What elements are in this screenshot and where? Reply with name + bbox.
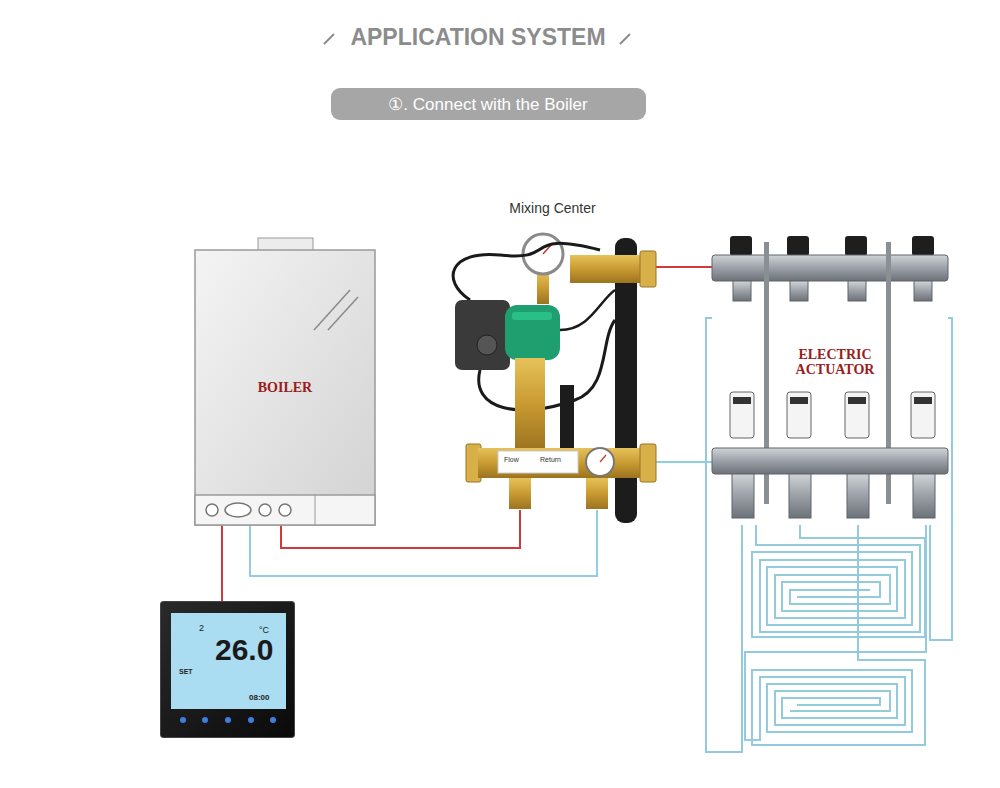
manifold: ELECTRIC ACTUATOR — [712, 235, 948, 522]
boiler-illustration-part — [328, 297, 358, 330]
manifold-illustration-part — [712, 255, 948, 281]
mixing-center-illustration-part — [560, 385, 574, 450]
node-label: BOILER — [258, 380, 312, 396]
mixing-center-illustration-part — [586, 448, 614, 476]
boiler-illustration-part — [206, 504, 218, 516]
manifold-illustration-part — [913, 474, 935, 518]
mixing-center-illustration-part — [455, 300, 510, 370]
manifold-illustration-part — [912, 236, 934, 256]
touch-button — [225, 717, 231, 723]
diagram-title: APPLICATION SYSTEM — [350, 24, 605, 51]
boiler-illustration-part — [258, 238, 313, 251]
thermostat: 2 26.0°C SET 08:00 — [160, 601, 295, 738]
boiler-illustration-part — [225, 503, 251, 517]
pipe-connector — [650, 266, 712, 268]
boiler-illustration-part — [279, 504, 291, 516]
boiler-illustration-part — [314, 290, 350, 330]
manifold-illustration-part — [733, 397, 751, 404]
mixing-center-illustration-part — [453, 243, 600, 300]
boiler-illustration-part — [315, 495, 316, 525]
mixing-center-illustration-part — [560, 290, 615, 330]
pipe-connector — [221, 525, 223, 601]
mixing-center-illustration-part — [512, 312, 552, 320]
mixing-center-illustration — [453, 234, 656, 523]
manifold-illustration-part — [847, 474, 869, 518]
mixing-center-illustration-part — [478, 448, 655, 478]
manifold-illustration-part — [914, 397, 932, 404]
mixing-center-illustration-part — [600, 455, 606, 462]
manifold-illustration-part — [848, 397, 866, 404]
floor-heating-loops-part — [745, 525, 926, 740]
manifold-illustration-part — [790, 397, 808, 404]
manifold-illustration — [712, 236, 948, 518]
manifold-illustration-part — [787, 236, 809, 256]
floor-heating-loops-part — [930, 318, 952, 640]
floor-heating-loops-part — [706, 318, 742, 752]
mixing-center-illustration-part — [515, 358, 545, 450]
manifold-illustration-part — [790, 281, 808, 301]
display-text: 2 — [199, 623, 204, 633]
manifold-illustration-part — [848, 281, 866, 301]
display-text: 08:00 — [249, 693, 269, 702]
node-label: Mixing Center — [506, 200, 598, 216]
mixing-center-illustration-part — [640, 251, 656, 287]
manifold-illustration-part — [730, 236, 752, 256]
mixing-center-illustration-part — [477, 335, 497, 355]
title-slash-part — [620, 34, 630, 44]
mixing-center-illustration-part — [509, 478, 531, 509]
manifold-illustration-part — [911, 392, 935, 438]
manifold-illustration-part — [733, 281, 751, 301]
title-slash-part — [324, 34, 334, 44]
manifold-illustration-part — [914, 281, 932, 301]
boiler-illustration — [195, 238, 375, 525]
floor-heating-loops — [706, 318, 952, 752]
mixing-center-illustration-part — [586, 478, 608, 509]
manifold-illustration-part — [789, 474, 811, 518]
mixing-center: Mixing Center — [455, 200, 650, 510]
manifold-illustration-part — [730, 392, 754, 438]
flow-label: Flow — [504, 456, 519, 463]
display-text: °C — [259, 625, 269, 635]
touch-button — [270, 717, 276, 723]
touch-button — [202, 717, 208, 723]
display-text: SET — [179, 668, 193, 675]
pipe-connector — [650, 461, 712, 463]
mixing-center-illustration-part — [505, 305, 560, 360]
mixing-center-illustration-part — [537, 272, 549, 304]
manifold-illustration-part — [732, 474, 754, 518]
floor-heating-loops-part — [756, 525, 920, 632]
node-label: ①. Connect with the Boiler — [388, 94, 587, 115]
manifold-illustration-part — [787, 392, 811, 438]
touch-button — [180, 717, 186, 723]
touch-button — [248, 717, 254, 723]
return-label: Return — [540, 456, 561, 463]
step-pill: ①. Connect with the Boiler — [331, 88, 646, 120]
boiler-illustration-part — [259, 504, 271, 516]
manifold-illustration-part — [845, 392, 869, 438]
mixing-center-illustration-part — [640, 444, 656, 482]
display-text: 26.0 — [215, 635, 273, 665]
mixing-center-illustration-part — [498, 451, 578, 473]
manifold-illustration-part — [712, 448, 948, 474]
boiler-illustration-part — [195, 495, 375, 525]
boiler-illustration-part — [195, 250, 375, 525]
manifold-illustration-part — [845, 236, 867, 256]
floor-heating-loops-part — [752, 525, 925, 637]
node-label: ELECTRIC ACTUATOR — [789, 347, 881, 377]
boiler-box: BOILER — [195, 250, 375, 525]
